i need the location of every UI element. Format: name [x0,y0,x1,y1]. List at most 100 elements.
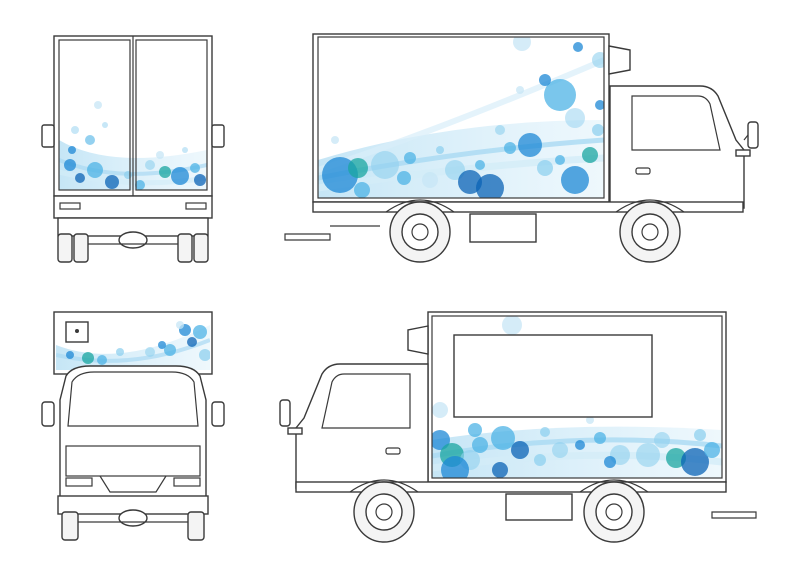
bubble [511,441,529,459]
grille-panel [65,445,201,477]
windshield [67,371,199,427]
front-bubble-graphic [56,321,210,370]
bubble [582,147,598,163]
bubble [199,349,210,361]
bubble [97,355,107,365]
bubble [604,456,616,468]
bubble [404,152,416,164]
right-side-view [279,311,757,543]
mirror-arm-left [735,149,751,157]
rear-hitch-right [711,511,757,519]
bubble [158,341,166,349]
bubble [135,180,145,190]
bubble [704,442,720,458]
bubble [561,166,589,194]
bubble [654,432,670,448]
bubble [586,416,594,424]
bubble [573,42,583,52]
rear-tire [73,233,89,263]
bubble [432,402,448,418]
bubble [194,174,206,186]
bubble [475,160,485,170]
bubble [495,125,505,135]
bubble [492,462,508,478]
front-tire [187,511,205,541]
headlight-right [173,477,201,487]
cab-right [295,363,429,489]
bubble [71,126,79,134]
bubble [595,100,604,110]
bubble [105,175,119,189]
bubble [540,427,550,437]
rear-hub-left [401,213,439,251]
bubble [331,136,339,144]
bubble [156,151,164,159]
rear-tire [57,233,73,263]
bubble [555,155,565,165]
cab-window-right [321,373,411,429]
right-bubble-graphic [432,316,722,478]
left-bubble-graphic [318,37,604,198]
side-mirror-left [747,121,759,149]
bubble [516,86,524,94]
bubble [468,423,482,437]
bubble [502,316,522,335]
bubble [513,37,531,51]
rear-view [41,35,225,263]
bubble [85,135,95,145]
bubble [145,160,155,170]
bubble [176,321,184,329]
headlight-left [65,477,93,487]
bubble [436,146,444,154]
bubble [116,348,124,356]
rear-mirror-left [41,124,55,148]
bubble [539,74,551,86]
front-mirror-left [41,401,55,427]
chassis-frame-left [312,201,744,213]
bubble [445,160,465,180]
bubble [476,174,504,198]
front-tire [61,511,79,541]
rear-door-left [58,39,131,191]
bubble [182,147,188,153]
bubble [68,146,76,154]
bubble [694,429,706,441]
bubble [594,432,606,444]
bubble [636,443,660,467]
side-mirror-right [279,399,291,427]
front-hub-left [631,213,669,251]
bubble [441,456,469,478]
front-mirror-right [211,401,225,427]
bubble [82,352,94,364]
rear-lamp-left [59,202,81,210]
bubble [66,351,74,359]
bubble [518,133,542,157]
bubble [504,142,516,154]
rear-hitch-left [284,233,331,241]
bubble [87,162,103,178]
cab-left [609,85,745,209]
rear-mirror-right [211,124,225,148]
bubble [145,347,155,357]
cab-front [59,365,207,513]
cab-window-left [631,95,721,151]
bubble [544,79,576,111]
bubble [537,160,553,176]
bubble [592,52,604,68]
left-side-view [284,33,759,263]
fuel-tank-left [469,213,537,243]
bubble [348,158,368,178]
bubble [491,426,515,450]
bubble [124,171,132,179]
bubble [164,344,176,356]
bubble [187,337,197,347]
bubble [94,101,102,109]
bubble [534,454,546,466]
rear-bumper [53,195,213,219]
bubble [354,182,370,198]
reefer-unit-right [407,325,429,355]
bubble [190,163,200,173]
rear-tire [193,233,209,263]
bubble [666,448,686,468]
